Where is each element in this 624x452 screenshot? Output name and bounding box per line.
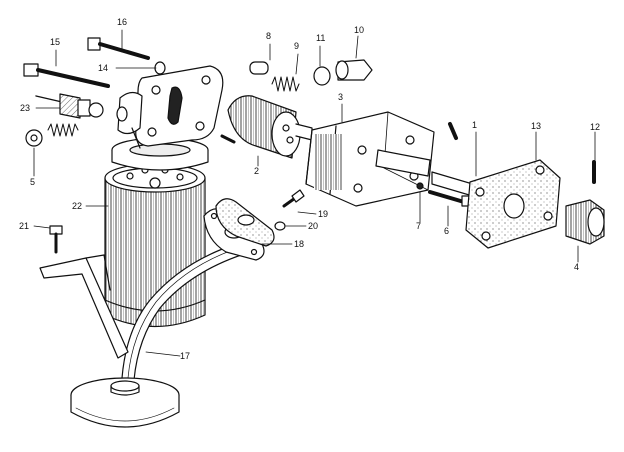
callout-label-1: 1 xyxy=(472,120,478,130)
bolt-15 xyxy=(23,63,110,88)
callout-label-20: 20 xyxy=(308,221,319,231)
spring-5 xyxy=(25,123,79,147)
callout-label-8: 8 xyxy=(266,31,272,41)
callout-label-15: 15 xyxy=(50,37,61,47)
callout-label-12: 12 xyxy=(590,122,601,132)
rotor-2 xyxy=(227,95,313,159)
washer-20 xyxy=(274,221,286,231)
callout-label-21: 21 xyxy=(19,221,30,231)
callout-label-3: 3 xyxy=(338,92,344,102)
cover-plate-13 xyxy=(465,159,561,249)
dowel-pin xyxy=(220,134,236,144)
callout-label-17: 17 xyxy=(180,351,191,361)
strainer xyxy=(70,377,180,428)
callout-label-11: 11 xyxy=(316,33,326,43)
pump-body-3 xyxy=(305,111,435,207)
callout-label-10: 10 xyxy=(354,25,365,35)
gear-4 xyxy=(565,199,605,245)
callout-label-23: 23 xyxy=(20,103,31,113)
bolt-6 xyxy=(428,190,471,207)
callout-label-14: 14 xyxy=(98,63,109,73)
key-1 xyxy=(448,122,458,140)
callout-label-5: 5 xyxy=(30,177,36,187)
relief-valve-23 xyxy=(35,93,104,119)
leader-lines xyxy=(33,29,596,357)
bolt-19 xyxy=(282,189,305,208)
callout-label-16: 16 xyxy=(117,17,128,27)
callout-label-4: 4 xyxy=(574,262,580,272)
plug-10 xyxy=(335,59,373,81)
callout-label-22: 22 xyxy=(72,201,83,211)
flange-gasket xyxy=(215,198,275,247)
callout-label-18: 18 xyxy=(294,239,305,249)
filter-head xyxy=(111,137,209,171)
mounting-bracket xyxy=(39,254,129,359)
pump-body-flange xyxy=(116,65,224,149)
callout-label-19: 19 xyxy=(318,209,329,219)
bolt-21 xyxy=(49,225,63,254)
spring-9 xyxy=(271,76,300,92)
callout-label-7: 7 xyxy=(416,221,422,231)
callout-label-2: 2 xyxy=(254,166,260,176)
pin-7 xyxy=(416,182,424,190)
bolt-16 xyxy=(87,37,150,60)
washer-14 xyxy=(154,61,166,75)
callout-label-9: 9 xyxy=(294,41,300,51)
pin-8 xyxy=(249,61,269,75)
washer-11 xyxy=(313,66,331,86)
callout-label-6: 6 xyxy=(444,226,450,236)
callout-label-13: 13 xyxy=(531,121,542,131)
